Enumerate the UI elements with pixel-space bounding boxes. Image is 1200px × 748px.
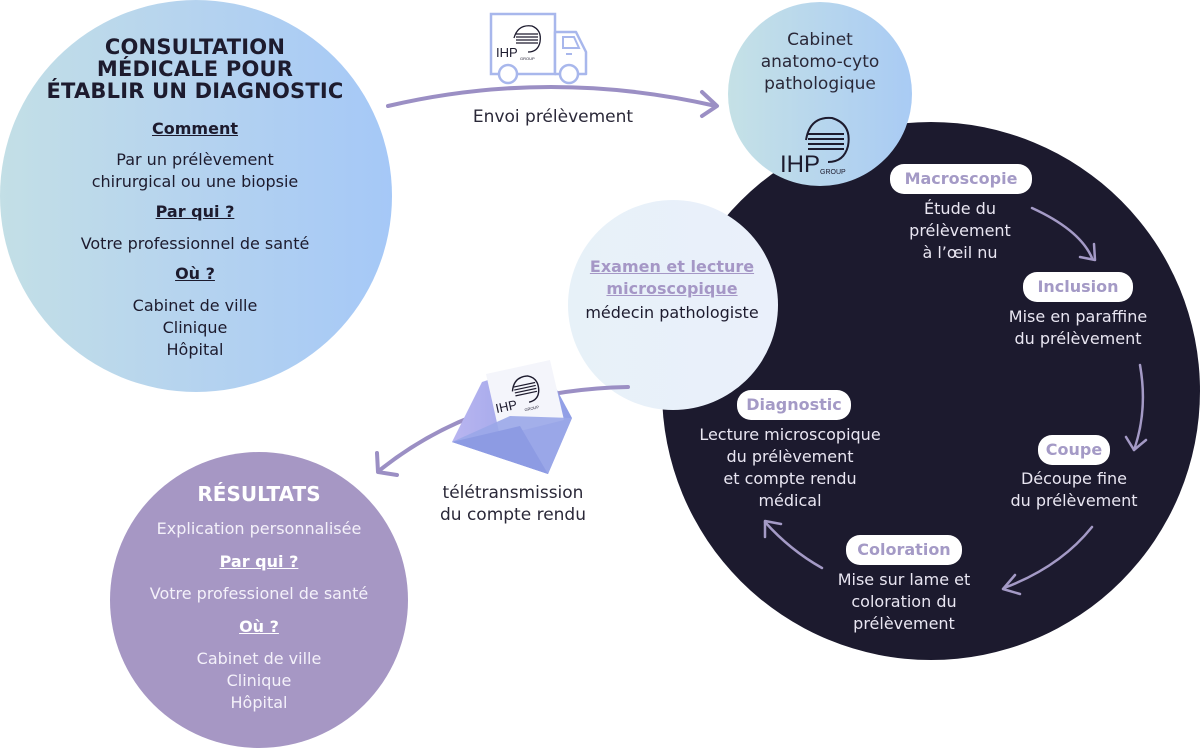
who-heading: Par qui ?	[155, 202, 235, 221]
step-line: du prélèvement	[726, 447, 854, 466]
step-pill-macroscopie: Macroscopie	[890, 164, 1032, 194]
step-line: prélèvement	[853, 614, 955, 633]
where-item: Hôpital	[230, 693, 288, 712]
step-line: médical	[758, 491, 822, 510]
where-list: Cabinet de ville Clinique Hôpital	[20, 295, 370, 361]
step-text-coloration: Mise sur lame et coloration du prélèveme…	[824, 569, 984, 635]
step-line: Étude du	[924, 199, 996, 218]
consultation-body: Comment Par un prélèvement chirurgical o…	[20, 119, 370, 361]
step-text-diagnostic: Lecture microscopique du prélèvement et …	[680, 424, 900, 512]
results-body: RÉSULTATS Explication personnalisée Par …	[120, 482, 398, 714]
where-item: Hôpital	[166, 340, 224, 359]
cycle-arrow-2	[1132, 363, 1145, 452]
ihp-logo: IHP GROUP	[494, 375, 540, 416]
results-title: RÉSULTATS	[197, 482, 321, 506]
how-heading: Comment	[152, 119, 238, 138]
transmission-line: télétransmission	[442, 483, 584, 503]
step-pill-inclusion: Inclusion	[1023, 272, 1133, 302]
step-line: Mise en paraffine	[1008, 307, 1148, 326]
logo-text: IHP	[780, 151, 820, 178]
consultation-circle	[0, 0, 392, 392]
step-pill-coupe: Coupe	[1038, 435, 1110, 465]
where-item: Cabinet de ville	[196, 649, 322, 668]
results-text: Explication personnalisée	[156, 519, 362, 538]
logo-subtext: GROUP	[820, 169, 846, 176]
step-pill-diagnostic: Diagnostic	[737, 390, 851, 420]
step-line: Lecture microscopique	[699, 425, 881, 444]
step-line: prélèvement	[909, 221, 1011, 240]
where-item: Clinique	[226, 671, 292, 690]
cycle-arrow-4	[763, 520, 824, 570]
transmission-line: du compte rendu	[439, 505, 586, 525]
examen-title-line: microscopique	[606, 279, 738, 298]
step-line: et compte rendu	[723, 469, 857, 488]
cabinet-line: Cabinet	[787, 30, 853, 50]
cabinet-line: anatomo-cyto	[760, 52, 880, 72]
cycle-arrow-4-head	[763, 519, 783, 539]
results-circle	[110, 452, 408, 748]
where-heading: Où ?	[175, 264, 215, 283]
where-item: Clinique	[162, 318, 228, 337]
how-line: chirurgical ou une biopsie	[91, 172, 299, 191]
shipping-arrow-head	[700, 90, 719, 118]
step-text-inclusion: Mise en paraffine du prélèvement	[993, 306, 1163, 350]
logo-subtext: GROUP	[520, 56, 535, 61]
cabinet-label: Cabinet anatomo-cyto pathologique	[740, 29, 900, 95]
envelope-icon: IHP GROUP	[452, 360, 572, 474]
examen-circle	[568, 200, 778, 410]
cycle-arrow-1	[1030, 206, 1094, 260]
title-line: ÉTABLIR UN DIAGNOSTIC	[46, 79, 344, 103]
step-line: du prélèvement	[1010, 491, 1138, 510]
transmission-arrow-head	[375, 451, 399, 477]
results-who-text: Votre professionel de santé	[149, 584, 369, 603]
examen-title-line: Examen et lecture	[589, 257, 755, 276]
where-item: Cabinet de ville	[132, 296, 258, 315]
cycle-arrow-3-head	[1001, 573, 1022, 596]
results-where-list: Cabinet de ville Clinique Hôpital	[120, 648, 398, 714]
delivery-truck-icon: IHP GROUP	[489, 12, 588, 85]
logo-text: IHP	[496, 45, 518, 60]
logo-subtext: GROUP	[524, 404, 540, 412]
title-line: MÉDICALE POUR	[96, 57, 294, 81]
consultation-title: CONSULTATION MÉDICALE POUR ÉTABLIR UN DI…	[40, 36, 350, 102]
logo-text: IHP	[494, 397, 518, 416]
results-where-heading: Où ?	[239, 617, 279, 636]
examen-label: Examen et lecture microscopique médecin …	[572, 256, 772, 324]
ihp-logo: IHP GROUP	[496, 25, 541, 61]
cycle-arrow-3	[1002, 525, 1094, 590]
step-line: coloration du	[851, 592, 957, 611]
cabinet-circle	[728, 2, 912, 186]
shipping-label: Envoi prélèvement	[472, 107, 634, 127]
results-who-heading: Par qui ?	[219, 552, 299, 571]
who-text: Votre professionnel de santé	[80, 234, 310, 253]
step-line: à l’œil nu	[922, 243, 998, 262]
cycle-arrow-2-head	[1124, 435, 1148, 452]
step-line: Découpe fine	[1020, 469, 1128, 488]
step-line: Mise sur lame et	[837, 570, 971, 589]
shipping-arrow	[386, 85, 718, 108]
step-pill-coloration: Coloration	[846, 535, 962, 565]
step-line: du prélèvement	[1014, 329, 1142, 348]
examen-subtitle: médecin pathologiste	[585, 303, 759, 322]
transmission-label: télétransmission du compte rendu	[428, 482, 598, 526]
step-text-coupe: Découpe fine du prélèvement	[994, 468, 1154, 512]
step-text-macroscopie: Étude du prélèvement à l’œil nu	[880, 198, 1040, 264]
cabinet-line: pathologique	[764, 74, 876, 94]
cycle-arrow-1-head	[1078, 242, 1097, 262]
how-line: Par un prélèvement	[116, 150, 274, 169]
how-text: Par un prélèvement chirurgical ou une bi…	[20, 149, 370, 193]
ihp-logo-icon: IHP GROUP	[780, 116, 850, 178]
title-line: CONSULTATION	[104, 35, 286, 59]
